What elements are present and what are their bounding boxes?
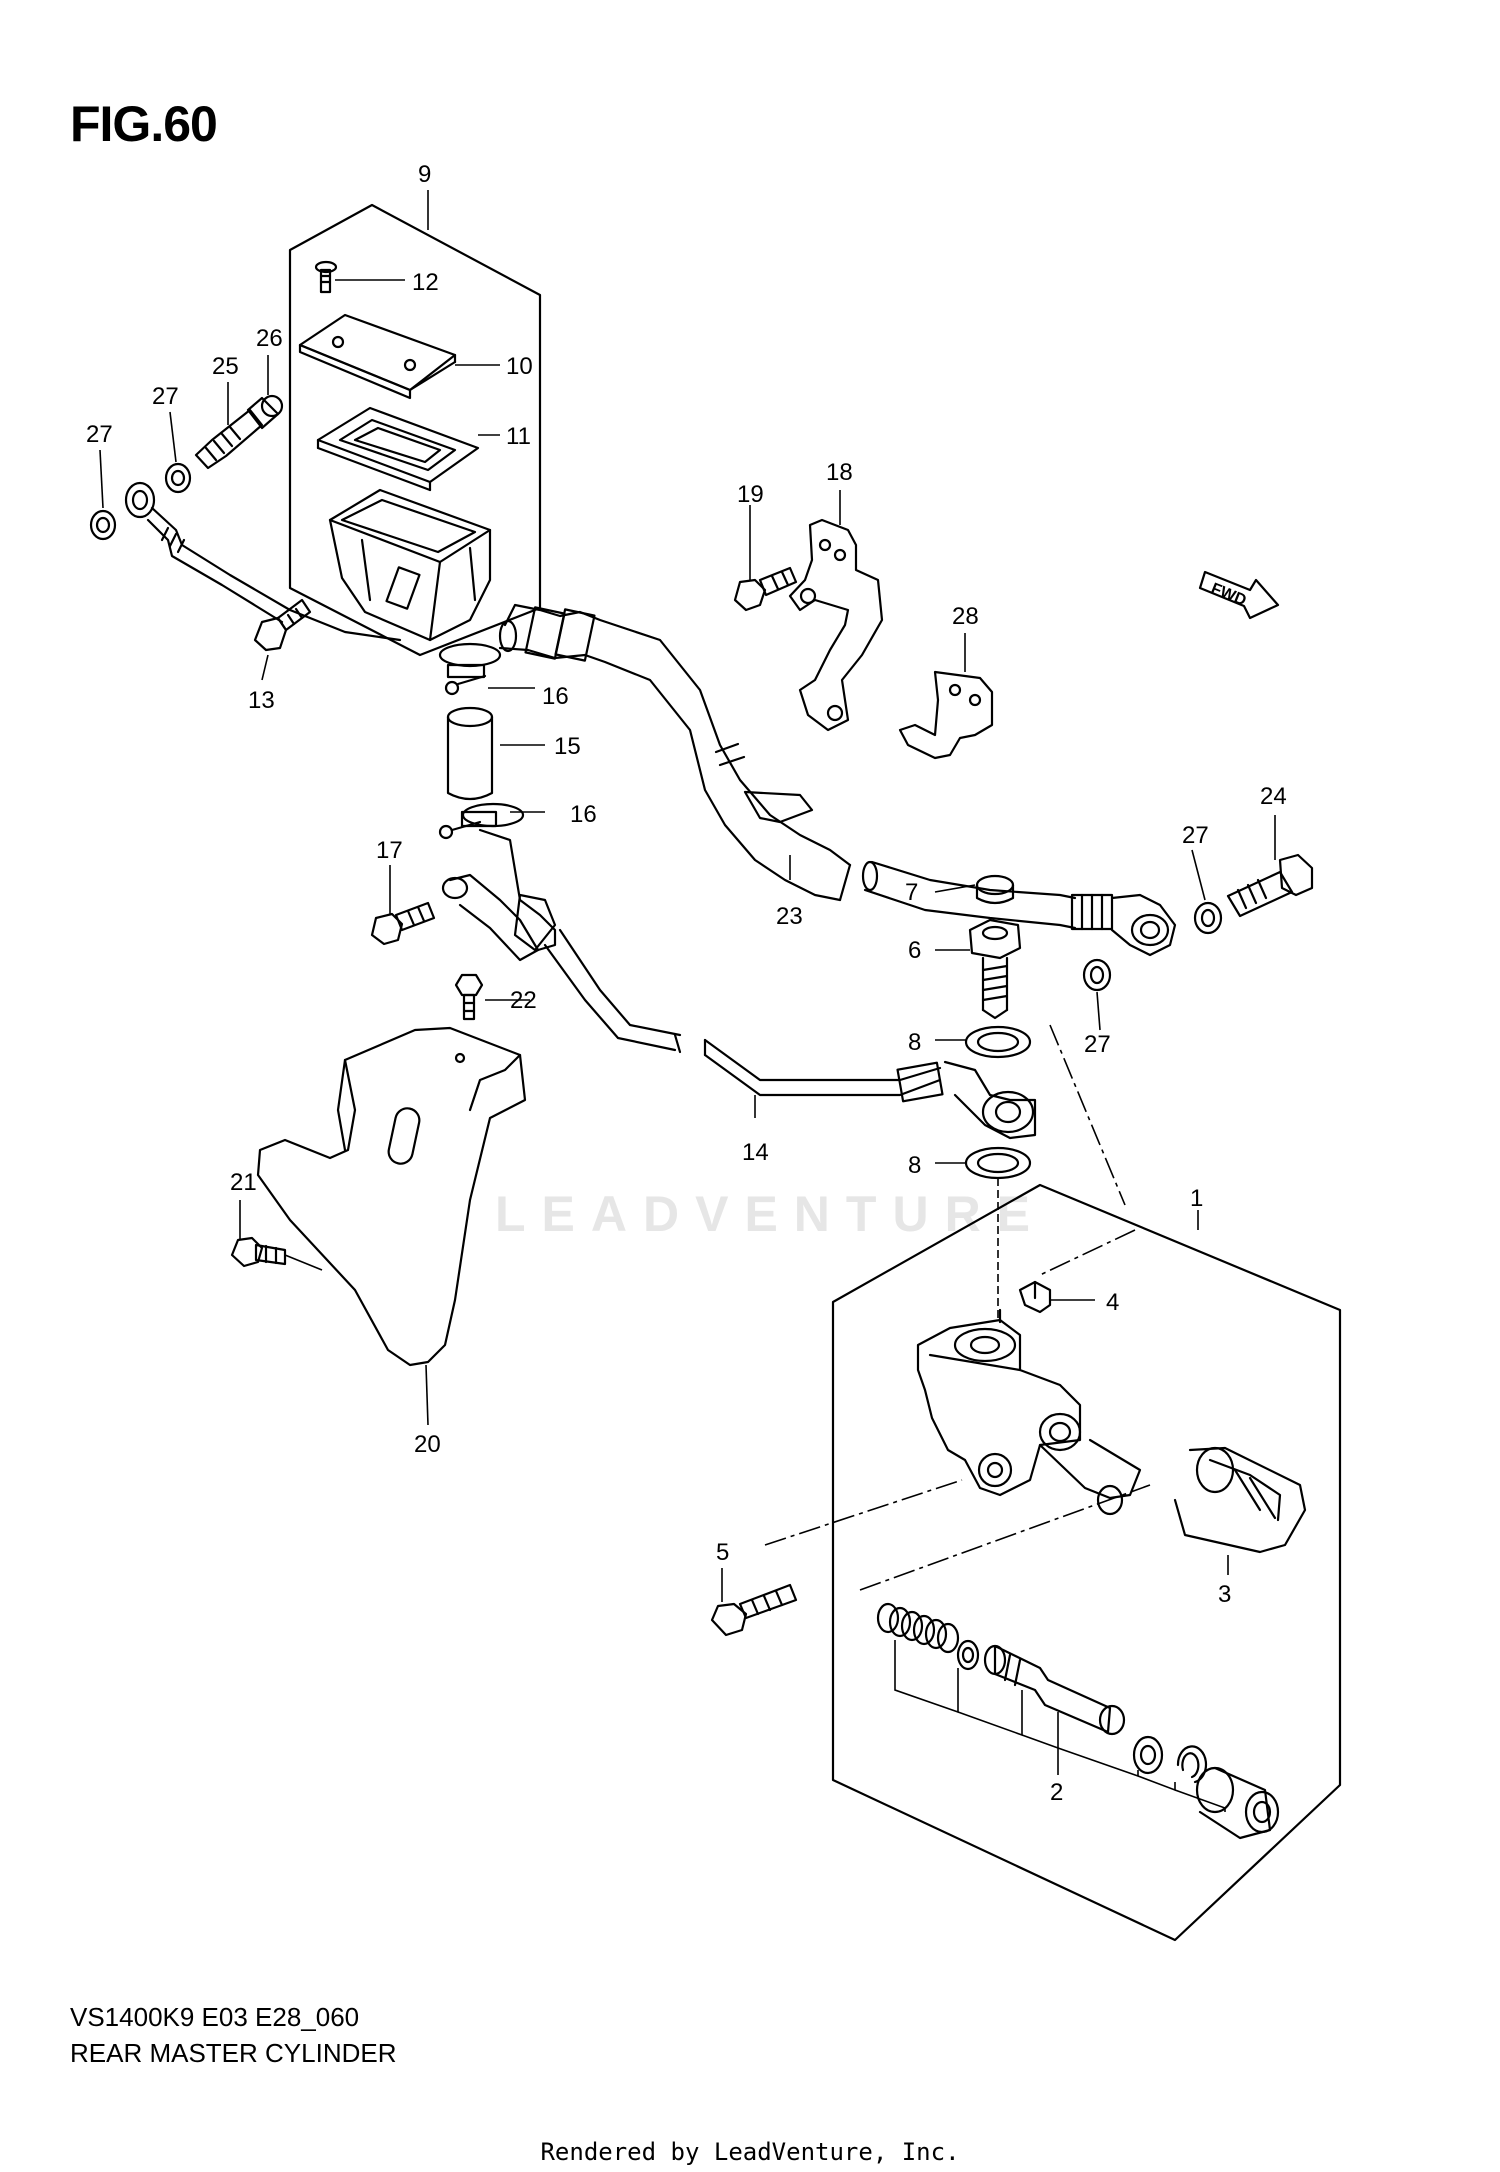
hose-clamp-icon xyxy=(438,642,502,696)
callout-16-upper: 16 xyxy=(542,683,569,710)
forward-arrow-icon xyxy=(1198,570,1280,620)
callout-22: 22 xyxy=(510,987,537,1014)
master-cylinder-assembly-outline xyxy=(831,1183,1342,1942)
callout-12: 12 xyxy=(412,269,439,296)
watermark: LEADVENTURE xyxy=(495,1186,1047,1242)
banjo-fitting-icon xyxy=(943,1060,1037,1140)
washer-icon xyxy=(164,462,192,494)
spring-icon xyxy=(876,1602,960,1654)
piston-icon xyxy=(983,1644,1126,1736)
callout-8-upper: 8 xyxy=(908,1029,921,1056)
callout-4: 4 xyxy=(1106,1289,1119,1316)
washer-icon xyxy=(1082,958,1112,992)
figure-title: FIG.60 xyxy=(70,96,218,152)
leader-lines xyxy=(99,190,1276,1812)
callout-15: 15 xyxy=(554,733,581,760)
assembly-name: REAR MASTER CYLINDER xyxy=(70,2038,397,2068)
bolt-icon xyxy=(370,901,436,946)
hose-clamp-icon xyxy=(438,802,525,840)
pushrod-sleeve-icon xyxy=(1195,1766,1280,1840)
bleeder-cap-icon xyxy=(975,874,1015,905)
cap-icon xyxy=(260,394,284,418)
callout-1: 1 xyxy=(1190,1185,1203,1212)
reservoir-body-icon xyxy=(328,488,492,642)
callout-6: 6 xyxy=(908,937,921,964)
callout-5: 5 xyxy=(716,1539,729,1566)
diaphragm-icon xyxy=(316,406,480,492)
footer-credit: Rendered by LeadVenture, Inc. xyxy=(540,2138,960,2166)
bolt-icon xyxy=(230,1236,287,1268)
bolt-icon xyxy=(253,598,312,652)
callout-28: 28 xyxy=(952,603,979,630)
mounting-bracket-icon xyxy=(898,670,994,760)
washer-icon xyxy=(89,509,117,541)
dust-boot-icon xyxy=(1173,1446,1307,1554)
banjo-bolt-icon xyxy=(194,396,280,470)
clip-icon xyxy=(1018,1280,1052,1314)
callout-27-left-upper: 27 xyxy=(152,383,179,410)
washer-icon xyxy=(964,1146,1032,1180)
banjo-bolt-icon xyxy=(1226,853,1314,918)
washer-icon xyxy=(964,1025,1032,1059)
callout-17: 17 xyxy=(376,837,403,864)
reservoir-fitting-icon xyxy=(441,828,557,962)
callout-21: 21 xyxy=(230,1169,257,1196)
callout-24: 24 xyxy=(1260,783,1287,810)
washer-icon xyxy=(1193,901,1223,935)
side-cover-icon xyxy=(256,1026,527,1367)
callout-10: 10 xyxy=(506,353,533,380)
callout-27-left: 27 xyxy=(86,421,113,448)
callout-14: 14 xyxy=(742,1139,769,1166)
callout-11: 11 xyxy=(506,423,531,450)
callout-20: 20 xyxy=(414,1431,441,1458)
callout-18: 18 xyxy=(826,459,853,486)
callout-26: 26 xyxy=(256,325,283,352)
brake-hose-icon xyxy=(861,860,1114,931)
seal-icon xyxy=(956,1639,980,1671)
callout-27-lower: 27 xyxy=(1084,1031,1111,1058)
bolt-icon xyxy=(454,973,484,1021)
bolt-icon xyxy=(710,1583,798,1637)
master-cylinder-body-icon xyxy=(916,1308,1142,1516)
brake-hose-icon xyxy=(498,603,852,902)
model-code: VS1400K9 E03 E28_060 xyxy=(70,2002,360,2032)
reservoir-hose-icon xyxy=(124,481,402,642)
circlip-icon xyxy=(1176,1745,1208,1784)
bolt-icon xyxy=(733,566,798,612)
hose-icon xyxy=(446,706,494,801)
callout-27-right: 27 xyxy=(1182,822,1209,849)
callout-19: 19 xyxy=(737,481,764,508)
callout-labels: 9 12 10 11 26 25 27 27 13 16 15 16 17 19… xyxy=(86,161,1287,1806)
bleeder-valve-icon xyxy=(968,918,1022,1020)
callout-2: 2 xyxy=(1050,1779,1063,1806)
seal-icon xyxy=(1132,1735,1164,1775)
callout-25: 25 xyxy=(212,353,239,380)
callout-7: 7 xyxy=(905,879,918,906)
reservoir-cap-icon xyxy=(298,313,457,400)
callout-3: 3 xyxy=(1218,1581,1231,1608)
brake-hose-icon xyxy=(543,928,944,1103)
mounting-bracket-icon xyxy=(788,518,884,732)
callout-8-lower: 8 xyxy=(908,1152,921,1179)
callout-16-lower: 16 xyxy=(570,801,597,828)
callout-9: 9 xyxy=(418,161,431,188)
callout-23: 23 xyxy=(776,903,803,930)
screw-icon xyxy=(314,260,338,294)
banjo-fitting-icon xyxy=(1110,893,1177,957)
callout-13: 13 xyxy=(248,687,275,714)
